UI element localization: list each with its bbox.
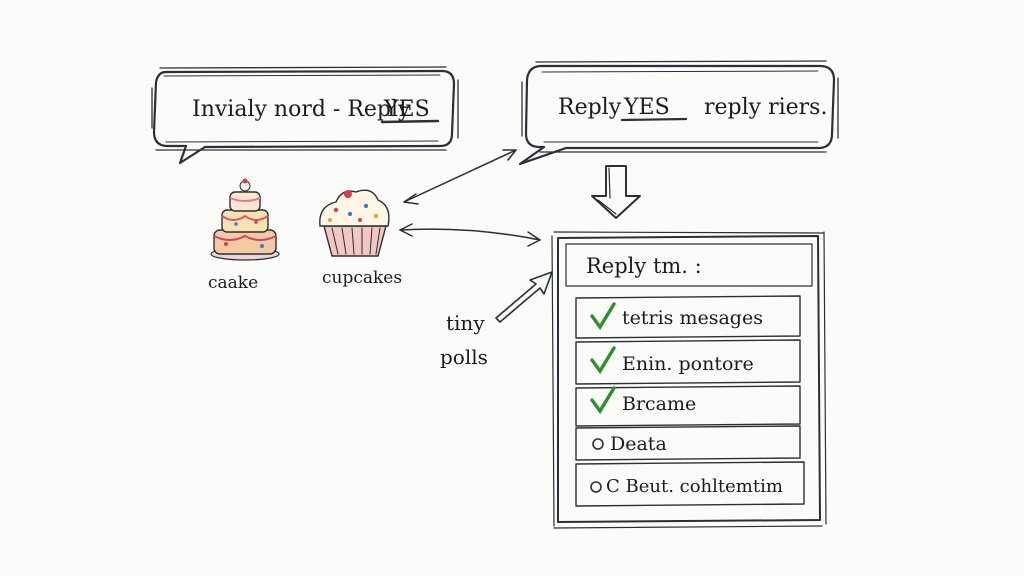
check-icon <box>590 346 616 375</box>
circle-icon <box>592 438 604 450</box>
bidirectional-arrow-panel-icon <box>399 223 541 247</box>
option-row[interactable]: Deata <box>575 425 801 461</box>
polls-label-line2: polls <box>440 345 488 369</box>
right-bubble-prefix: Reply <box>558 95 622 120</box>
option-label: tetris mesages <box>622 307 763 329</box>
check-icon <box>590 386 616 415</box>
option-label: C Beut. cohltemtim <box>606 476 783 497</box>
reply-panel-title: Reply tm. : <box>586 254 702 278</box>
cake-icon <box>210 178 280 261</box>
option-row[interactable]: Enin. pontore <box>575 339 801 385</box>
left-speech-bubble: Invialy nord - Reply YES <box>151 66 459 165</box>
option-label: Brcame <box>622 393 696 415</box>
cupcake-icon <box>319 189 390 257</box>
left-bubble-text: Invialy nord - Reply <box>192 97 411 122</box>
hollow-arrow-icon <box>495 271 553 323</box>
option-label: Enin. pontore <box>622 353 754 375</box>
right-speech-bubble: Reply YES reply riers. <box>518 60 839 166</box>
option-row[interactable]: C Beut. cohltemtim <box>575 461 805 507</box>
reply-panel: Reply tm. : <box>551 231 827 529</box>
bidirectional-arrow-bubble-icon <box>403 149 517 205</box>
right-bubble-suffix: reply riers. <box>704 95 827 120</box>
polls-label-line1: tiny <box>446 311 485 335</box>
option-label: Deata <box>610 433 667 455</box>
circle-icon <box>590 481 602 493</box>
cupcakes-label: cupcakes <box>322 268 402 288</box>
down-arrow-icon <box>591 165 641 219</box>
cake-label: caake <box>208 273 258 293</box>
option-row[interactable]: tetris mesages <box>575 295 801 339</box>
left-bubble-yes: YES <box>383 97 430 122</box>
check-icon <box>590 302 616 331</box>
right-bubble-yes: YES <box>623 95 670 120</box>
option-row[interactable]: Brcame <box>575 385 801 427</box>
